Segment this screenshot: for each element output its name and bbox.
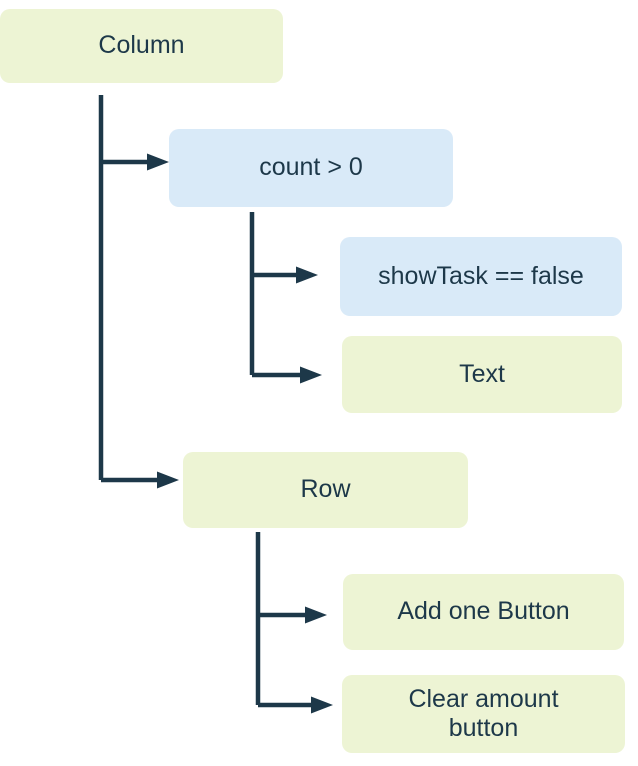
edge-row-to-clear: [258, 696, 333, 714]
edge-row-to-addone: [255, 532, 327, 705]
node-text: Text: [342, 336, 622, 413]
node-column-label: Column: [98, 31, 185, 60]
edge-count-to-text: [252, 366, 322, 384]
node-showtask-condition-label: showTask == false: [378, 261, 584, 290]
node-row-label: Row: [300, 475, 351, 504]
node-row: Row: [183, 452, 468, 528]
node-text-label: Text: [459, 359, 505, 388]
node-count-condition-label: count > 0: [259, 153, 363, 182]
node-clear-amount-button-label: Clear amount button: [408, 684, 559, 743]
node-column: Column: [0, 9, 283, 83]
edge-column-to-row: [101, 471, 179, 489]
edge-column-to-count: [98, 95, 169, 480]
node-add-one-button-label: Add one Button: [397, 597, 570, 626]
node-add-one-button: Add one Button: [343, 574, 624, 650]
edge-count-to-showtask: [249, 212, 318, 375]
node-showtask-condition: showTask == false: [340, 237, 622, 316]
node-clear-amount-button: Clear amount button: [342, 675, 625, 753]
node-count-condition: count > 0: [169, 129, 453, 207]
